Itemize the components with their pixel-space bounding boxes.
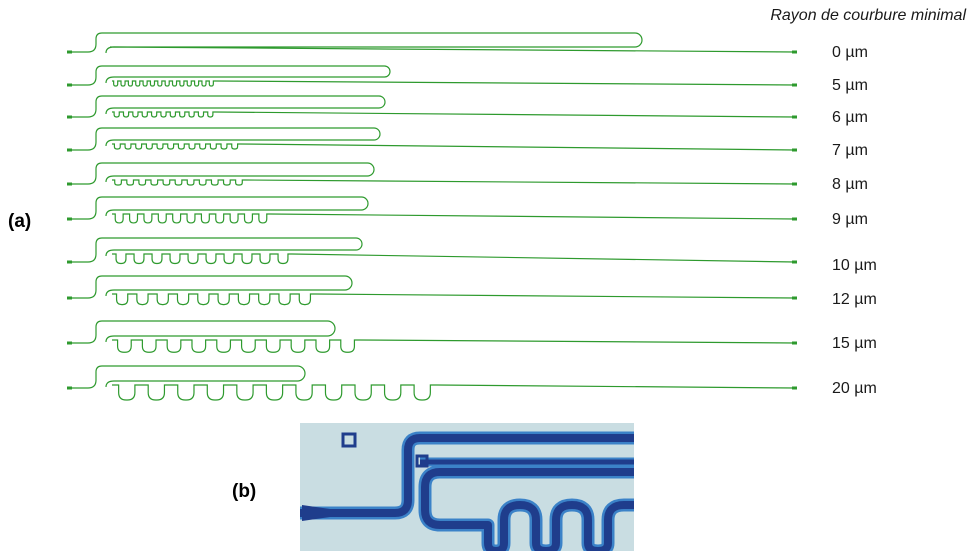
radius-labels: 0 µm 5 µm 6 µm 7 µm 8 µm 9 µm 10 µm 12 µm 15 µm 2… [832, 44, 877, 397]
input-port [67, 83, 72, 87]
micro-wg-core-2 [495, 501, 634, 551]
radius-label: 0 µm [832, 44, 868, 61]
column-title: Rayon de courbure minimal [770, 7, 966, 24]
alignment-mark [415, 454, 429, 468]
input-taper [302, 505, 330, 521]
waveguide-path-10um [70, 237, 796, 265]
input-port [67, 50, 72, 54]
output-port [792, 115, 797, 119]
radius-label: 5 µm [832, 77, 868, 94]
waveguide-layout [67, 32, 797, 401]
waveguide-path-20um [70, 365, 796, 401]
output-port [792, 260, 797, 264]
waveguide-path-5um [70, 65, 796, 87]
radius-label: 9 µm [832, 211, 868, 228]
alignment-mark [341, 432, 357, 448]
radius-label: 12 µm [832, 291, 877, 308]
radius-label: 6 µm [832, 109, 868, 126]
input-port [67, 260, 72, 264]
radius-label: 10 µm [832, 257, 877, 274]
waveguide-path-15um [70, 320, 796, 353]
input-port [67, 217, 72, 221]
input-port [67, 341, 72, 345]
output-port [792, 296, 797, 300]
waveguide-path-12um [70, 275, 796, 306]
radius-label: 8 µm [832, 176, 868, 193]
waveguide-path-7um [70, 127, 796, 151]
radius-label: 15 µm [832, 335, 877, 352]
output-port [792, 182, 797, 186]
input-port [67, 386, 72, 390]
micro-wg-core-0 [300, 434, 634, 517]
output-port [792, 148, 797, 152]
waveguide-path-6um [70, 95, 796, 118]
output-port [792, 50, 797, 54]
radius-label: 7 µm [832, 142, 868, 159]
waveguide-path-9um [70, 196, 796, 224]
input-port [67, 148, 72, 152]
output-port [792, 217, 797, 221]
input-port [67, 296, 72, 300]
waveguide-path-8um [70, 162, 796, 186]
input-port [67, 115, 72, 119]
output-port [792, 341, 797, 345]
output-port [792, 386, 797, 390]
input-port [67, 182, 72, 186]
radius-label: 20 µm [832, 380, 877, 397]
panel-a-label: (a) [8, 211, 31, 232]
micrograph [300, 423, 634, 551]
panel-b-label: (b) [232, 481, 256, 502]
waveguide-path-0um [70, 32, 796, 54]
micrograph-waveguide [300, 431, 634, 551]
micro-wg-core-1 [421, 468, 634, 551]
output-port [792, 83, 797, 87]
